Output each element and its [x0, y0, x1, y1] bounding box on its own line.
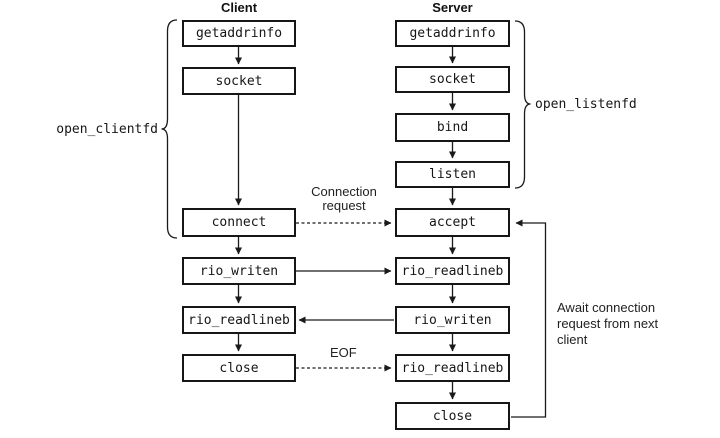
await-connection-note: Await connection request from next clien… [557, 300, 659, 347]
server-box-close: close [395, 402, 510, 430]
server-box-listen: listen [395, 161, 510, 188]
server-box-socket: socket [395, 66, 510, 93]
open-clientfd-label: open_clientfd [56, 122, 158, 137]
client-box-rio-readlineb: rio_readlineb [182, 306, 296, 334]
connection-request-label: Connection request [311, 184, 377, 213]
server-box-accept: accept [395, 208, 510, 237]
server-box-rio-writen: rio_writen [395, 306, 510, 334]
eof-label: EOF [330, 345, 357, 360]
client-box-socket: socket [182, 67, 296, 95]
client-box-connect: connect [182, 208, 296, 237]
server-box-rio-readlineb-1: rio_readlineb [395, 257, 510, 285]
open-listenfd-label: open_listenfd [535, 97, 637, 112]
client-box-rio-writen: rio_writen [182, 257, 296, 285]
brace-open-listenfd [514, 20, 531, 189]
server-box-rio-readlineb-2: rio_readlineb [395, 354, 510, 382]
client-box-close: close [182, 354, 296, 382]
server-box-bind: bind [395, 113, 510, 142]
brace-open-clientfd [161, 19, 178, 239]
server-box-getaddrinfo: getaddrinfo [395, 20, 510, 47]
arrow-await-loop [511, 219, 547, 418]
client-box-getaddrinfo: getaddrinfo [182, 20, 296, 47]
server-column-title: Server [432, 0, 473, 15]
client-column-title: Client [220, 0, 258, 15]
